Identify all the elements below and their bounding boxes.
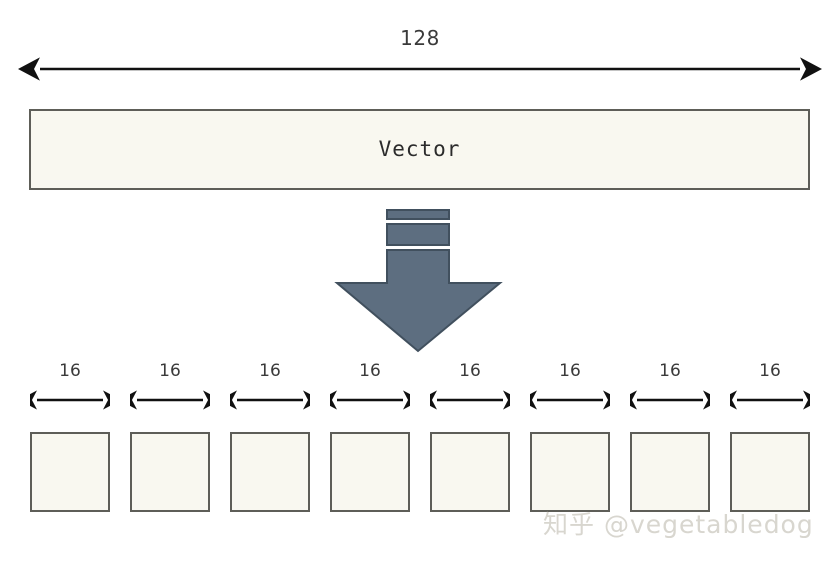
segment-5-box — [430, 432, 510, 512]
segment-6-label: 16 — [559, 361, 581, 381]
split-arrow-bar-thick — [386, 223, 450, 246]
segment-2-label: 16 — [159, 361, 181, 381]
segment-5-width-arrow — [430, 390, 510, 410]
segment-3-box — [230, 432, 310, 512]
segment-1: 16 — [30, 363, 110, 513]
vector-block-label: Vector — [378, 137, 461, 161]
segment-4: 16 — [330, 363, 410, 513]
segment-7-box — [630, 432, 710, 512]
segment-8: 16 — [730, 363, 810, 513]
segment-3-label: 16 — [259, 361, 281, 381]
split-arrow-bar-thin — [386, 209, 450, 220]
segment-2-width-arrow — [130, 390, 210, 410]
segment-4-label: 16 — [359, 361, 381, 381]
segment-1-label: 16 — [59, 361, 81, 381]
segment-1-box — [30, 432, 110, 512]
segment-5: 16 — [430, 363, 510, 513]
segment-3-width-arrow — [230, 390, 310, 410]
segment-2: 16 — [130, 363, 210, 513]
vector-block: Vector — [29, 109, 810, 190]
segment-1-width-arrow — [30, 390, 110, 410]
segment-6-box — [530, 432, 610, 512]
segment-4-width-arrow — [330, 390, 410, 410]
segment-8-label: 16 — [759, 361, 781, 381]
segment-4-box — [330, 432, 410, 512]
segment-7-label: 16 — [659, 361, 681, 381]
segment-7-width-arrow — [630, 390, 710, 410]
segment-6-width-arrow — [530, 390, 610, 410]
segment-5-label: 16 — [459, 361, 481, 381]
segment-row: 16 16 16 16 — [30, 363, 810, 513]
segment-8-box — [730, 432, 810, 512]
segment-3: 16 — [230, 363, 310, 513]
segment-8-width-arrow — [730, 390, 810, 410]
watermark: 知乎 @vegetabledog — [543, 510, 814, 539]
segment-6: 16 — [530, 363, 610, 513]
segment-7: 16 — [630, 363, 710, 513]
segment-2-box — [130, 432, 210, 512]
split-arrow-body — [334, 249, 503, 353]
total-width-label: 128 — [400, 26, 440, 50]
